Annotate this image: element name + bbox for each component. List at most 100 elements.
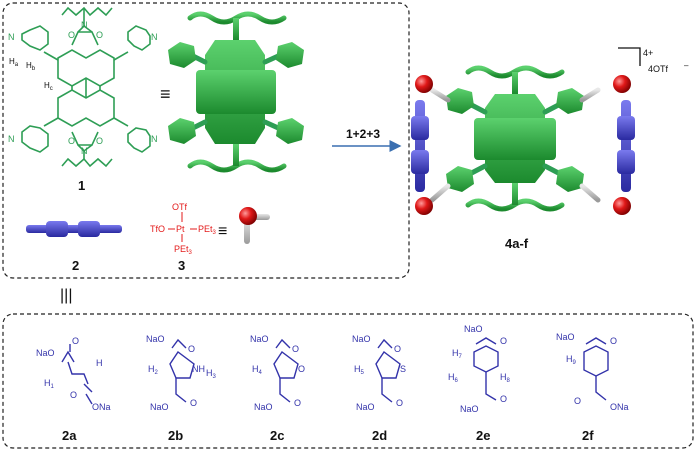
svg-text:O: O	[574, 396, 581, 406]
svg-text:NaO: NaO	[352, 334, 371, 344]
h-a-label: H	[9, 57, 15, 66]
svg-text:NaO: NaO	[356, 402, 375, 412]
compound-1-label: 1	[78, 178, 85, 193]
h-b-label: H	[26, 61, 32, 70]
svg-text:S: S	[400, 364, 406, 374]
atom-n: N	[8, 32, 15, 42]
svg-text:Hb: Hb	[26, 61, 36, 72]
svg-text:H3: H3	[206, 368, 217, 380]
compound-1-structure	[21, 6, 151, 168]
svg-text:NaO: NaO	[460, 404, 479, 414]
svg-text:NaO: NaO	[36, 348, 55, 358]
svg-text:O: O	[292, 344, 299, 354]
svg-text:O: O	[298, 364, 305, 374]
compound-3-label: 3	[178, 258, 185, 273]
linker-2a-label: 2a	[62, 428, 77, 443]
pet3-bottom: PEt	[174, 244, 189, 254]
linker-2d-label: 2d	[372, 428, 387, 443]
svg-text:ONa: ONa	[610, 402, 629, 412]
linker-2e-label: 2e	[476, 428, 490, 443]
linker-2c-structure	[273, 338, 299, 403]
compound-1-model	[168, 11, 304, 173]
svg-text:NaO: NaO	[250, 334, 269, 344]
linker-equiv-sign: |||	[60, 287, 72, 304]
compound-2-model	[26, 221, 122, 237]
linker-2c-label: 2c	[270, 428, 284, 443]
atom-o: O	[68, 30, 75, 40]
svg-text:NaO: NaO	[556, 332, 575, 342]
h-c-sub: c	[50, 86, 53, 92]
h-c-label: H	[44, 81, 50, 90]
svg-text:O: O	[500, 394, 507, 404]
compound-1-atoms: O N O N N N N O N O	[8, 20, 158, 156]
svg-text:H2: H2	[148, 364, 159, 376]
linker-2d-labels: NaO O H5 S NaO O	[352, 334, 406, 412]
atom-n: N	[8, 134, 15, 144]
svg-text:NaO: NaO	[254, 402, 273, 412]
h-a-sub: a	[15, 62, 19, 68]
svg-text:PEt3: PEt3	[198, 224, 217, 236]
linker-2e-structure	[473, 337, 499, 401]
linker-2b-labels: NaO O H2 NH H3 NaO O	[146, 334, 217, 412]
svg-text:NaO: NaO	[464, 324, 483, 334]
counter-ion-minus: –	[684, 61, 689, 70]
atom-o: O	[96, 136, 103, 146]
linker-2c-labels: NaO O H4 O NaO O	[250, 334, 305, 412]
h-b-sub: b	[32, 66, 36, 72]
linker-2f-label: 2f	[582, 428, 594, 443]
svg-text:O: O	[610, 336, 617, 346]
svg-text:H7: H7	[452, 348, 463, 360]
svg-text:O: O	[70, 390, 77, 400]
svg-text:H: H	[96, 358, 103, 368]
linker-2d-structure	[375, 338, 401, 403]
svg-text:H1: H1	[44, 378, 55, 390]
tfo-left: TfO	[150, 224, 165, 234]
linker-2a-structure	[61, 344, 93, 405]
svg-text:O: O	[188, 344, 195, 354]
svg-text:NH: NH	[192, 364, 205, 374]
svg-text:H4: H4	[252, 364, 263, 376]
pt-atom: Pt	[176, 224, 185, 234]
compound-2-label: 2	[72, 258, 79, 273]
linker-2f-labels: NaO O H9 O ONa	[556, 332, 629, 412]
atom-o: O	[96, 30, 103, 40]
reaction-arrow-label: 1+2+3	[346, 127, 380, 141]
atom-o: O	[68, 136, 75, 146]
compound-3-model	[239, 207, 270, 244]
svg-text:O: O	[294, 398, 301, 408]
charge-label: 4+	[643, 48, 653, 58]
svg-text:H9: H9	[566, 354, 577, 366]
svg-text:O: O	[72, 336, 79, 346]
atom-n: N	[81, 146, 88, 156]
svg-text:O: O	[396, 398, 403, 408]
equiv-sign-2: ≡	[218, 223, 227, 240]
svg-text:O: O	[394, 344, 401, 354]
pet3-right-sub: 3	[213, 230, 217, 236]
atom-n: N	[151, 32, 158, 42]
svg-text:ONa: ONa	[92, 402, 111, 412]
svg-text:NaO: NaO	[150, 402, 169, 412]
counter-ion-label: 4OTf	[648, 64, 669, 74]
pet3-right: PEt	[198, 224, 213, 234]
linker-2f-structure	[583, 337, 609, 401]
svg-text:H5: H5	[354, 364, 365, 376]
svg-text:H8: H8	[500, 372, 511, 384]
svg-text:Ha: Ha	[9, 57, 19, 68]
svg-text:Hc: Hc	[44, 81, 53, 92]
product-label: 4a-f	[505, 236, 529, 251]
bottom-dashed-box	[2, 313, 694, 449]
atom-n: N	[81, 20, 88, 30]
product-model	[411, 65, 635, 215]
svg-text:O: O	[500, 336, 507, 346]
equiv-sign: ≡	[160, 84, 171, 104]
linker-2e-labels: NaO O H7 H6 H8 NaO O	[448, 324, 511, 414]
compound-3-structure: OTf TfO Pt PEt3 PEt3	[150, 202, 217, 256]
proton-labels: Ha Hb Hc	[9, 57, 53, 92]
pet3-bottom-sub: 3	[189, 250, 193, 256]
svg-text:PEt3: PEt3	[174, 244, 193, 256]
otf-top: OTf	[172, 202, 187, 212]
charge-bracket	[618, 47, 641, 66]
top-dashed-box	[2, 2, 410, 279]
atom-n: N	[151, 134, 158, 144]
linker-2a-labels: NaO O H H1 O ONa	[36, 336, 111, 412]
